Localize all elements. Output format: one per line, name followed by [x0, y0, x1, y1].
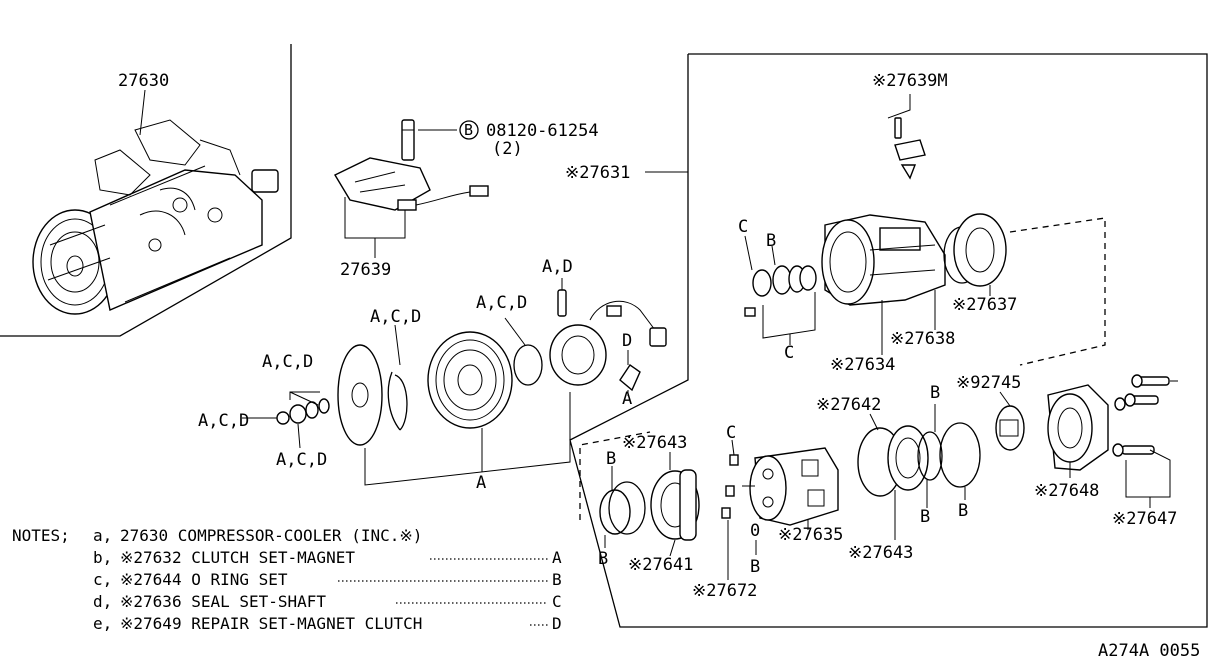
note-key-b: b, [93, 548, 112, 567]
part-label-27647: ※27647 [1112, 509, 1177, 529]
part-label-27635: ※27635 [778, 525, 843, 545]
bolt-part-number: 08120-61254 [486, 121, 599, 141]
part-label-27643a: ※27643 [622, 433, 687, 453]
callout-c-2: C [784, 343, 794, 363]
note-key-e: e, [93, 614, 112, 633]
callout-a-1: A [622, 389, 632, 409]
part-label-27637: ※27637 [952, 295, 1017, 315]
callout-ad: A,D [542, 257, 573, 277]
magnet-clutch-exploded: A,C,D A,C,D A,C,D A,C,D A,C,D A,D D A A [198, 257, 667, 493]
part-label-27630: 27630 [118, 71, 169, 91]
note-text-e: ※27649 REPAIR SET-MAGNET CLUTCH [120, 614, 422, 633]
note-ref-c: B [552, 570, 562, 589]
part-label-27642: ※27642 [816, 395, 881, 415]
callout-c-1: C [738, 217, 748, 237]
callout-acd-2: A,C,D [262, 352, 313, 372]
part-label-27639m: ※27639M [872, 71, 948, 91]
pulley-icon [427, 331, 513, 429]
part-label-27641: ※27641 [628, 555, 693, 575]
note-text-c: ※27644 O RING SET [120, 570, 288, 589]
part-label-27643b: ※27643 [848, 543, 913, 563]
bracket-plate-icon [334, 157, 431, 211]
connector-icon [469, 185, 489, 197]
callout-a-2: A [476, 473, 486, 493]
compressor-assembly-group: 27630 [0, 44, 292, 337]
callout-acd-4: A,C,D [370, 307, 421, 327]
note-key-a: a, [93, 526, 112, 545]
callout-b-5: B [920, 507, 930, 527]
callout-c-3: C [726, 423, 736, 443]
note-ref-d: C [552, 592, 562, 611]
pin-zero-mark: 0 [750, 521, 760, 541]
part-label-27631: ※27631 [565, 163, 630, 183]
armature-plate-icon [337, 344, 383, 446]
notes-block: NOTES; a, 27630 COMPRESSOR-COOLER (INC.※… [12, 526, 562, 633]
callout-d-1: D [622, 331, 632, 351]
kit-27631-boundary [569, 53, 1208, 628]
callout-b-7: B [750, 557, 760, 577]
circle-b-letter: B [464, 121, 473, 139]
part-label-27639: 27639 [340, 260, 391, 280]
note-text-b: ※27632 CLUTCH SET-MAGNET [120, 548, 355, 567]
callout-b-3: B [598, 549, 608, 569]
note-text-d: ※27636 SEAL SET-SHAFT [120, 592, 326, 611]
bolt-quantity: (2) [492, 139, 523, 159]
notes-heading: NOTES; [12, 526, 70, 545]
part-label-27672: ※27672 [692, 581, 757, 601]
figure-code: A274A 0055 [1098, 641, 1200, 661]
callout-acd-3: A,C,D [276, 450, 327, 470]
bolt-icon-3 [1121, 445, 1155, 455]
cylinder-valve-group: B B ※27643 ※27641 C ※27672 0 B ※27635 [579, 373, 1178, 601]
part-label-92745: ※92745 [956, 373, 1021, 393]
bracket-group-27639: B 08120-61254 (2) 27639 [334, 119, 599, 280]
note-key-d: d, [93, 592, 112, 611]
part-label-27648: ※27648 [1034, 481, 1099, 501]
callout-b-6: B [958, 501, 968, 521]
note-key-c: c, [93, 570, 112, 589]
compressor-assembly-drawing [32, 119, 279, 315]
bolt-icon [401, 119, 415, 161]
field-coil-icon [549, 324, 607, 386]
note-text-a: 27630 COMPRESSOR-COOLER (INC.※) [120, 526, 422, 545]
compressor-housing-group: ※27639M C B C ※27637 ※27638 ※27634 [738, 71, 1106, 375]
part-label-27638: ※27638 [890, 329, 955, 349]
callout-b-4: B [930, 383, 940, 403]
callout-b-2: B [606, 449, 616, 469]
part-label-27634: ※27634 [830, 355, 895, 375]
note-ref-e: D [552, 614, 562, 633]
callout-b-1: B [766, 231, 776, 251]
callout-acd-5: A,C,D [476, 293, 527, 313]
circle-b-marker [459, 120, 479, 140]
callout-acd-1: A,C,D [198, 411, 249, 431]
note-ref-b: A [552, 548, 562, 567]
